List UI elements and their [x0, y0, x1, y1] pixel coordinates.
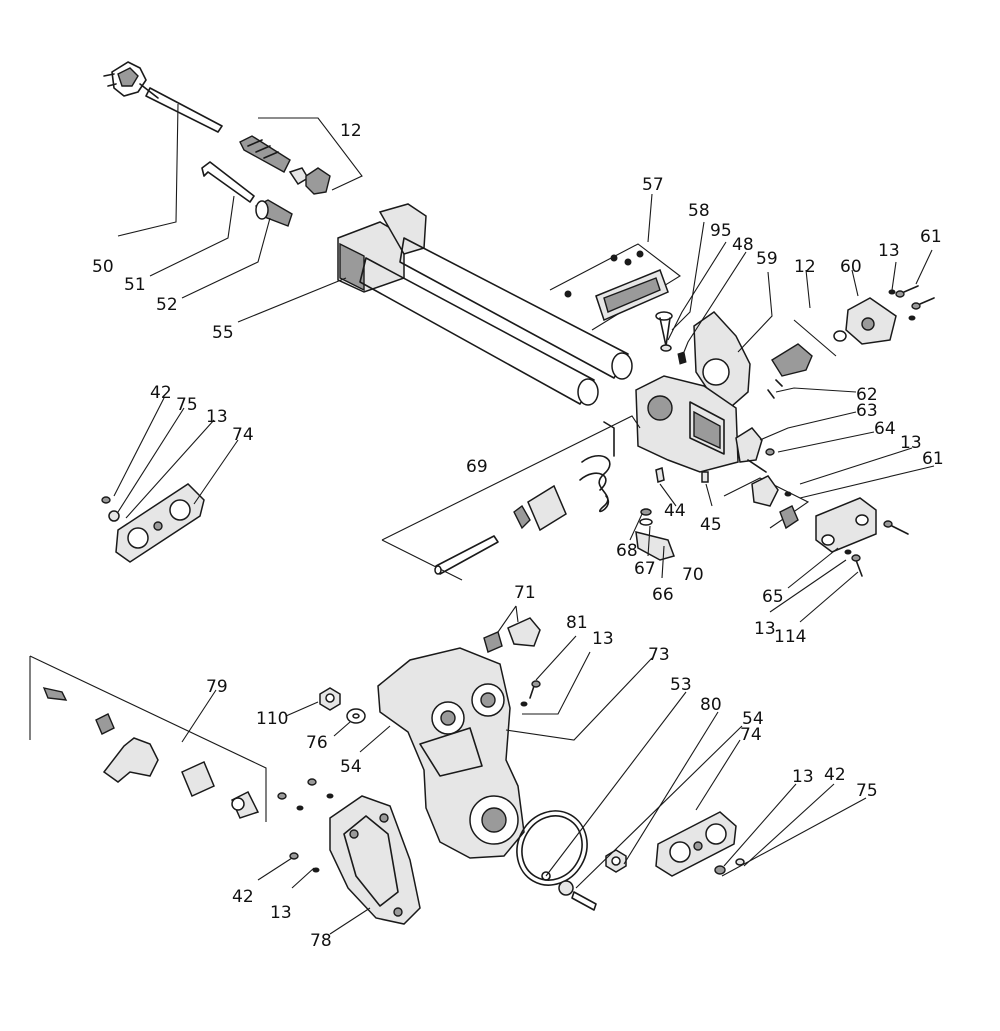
part-65-end-cap [815, 497, 909, 553]
label-50: 50 [92, 257, 114, 277]
label-59: 59 [756, 249, 778, 269]
label-12-top: 12 [340, 121, 362, 141]
part-head-casting [635, 375, 739, 473]
label-44: 44 [664, 501, 686, 521]
part-69-spring-assembly [381, 415, 641, 581]
part-44-pin [655, 467, 665, 483]
label-45: 45 [700, 515, 722, 535]
label-73: 73 [648, 645, 670, 665]
label-42-c: 42 [232, 887, 254, 907]
label-75-a: 75 [176, 395, 198, 415]
label-13-c: 13 [206, 407, 228, 427]
part-12-right-gland [771, 319, 847, 377]
label-110: 110 [256, 709, 288, 729]
label-12-right: 12 [794, 257, 816, 277]
label-54-a: 54 [340, 757, 362, 777]
part-45-pin [701, 471, 709, 483]
label-54-b: 54 [742, 709, 764, 729]
label-68: 68 [616, 541, 638, 561]
part-66-bracket [635, 508, 675, 561]
label-61-a: 61 [920, 227, 942, 247]
label-64: 64 [874, 419, 896, 439]
label-78: 78 [310, 931, 332, 951]
label-70: 70 [682, 565, 704, 585]
label-69: 69 [466, 457, 488, 477]
part-53-ring-gasket [516, 810, 588, 886]
part-54-screw [558, 880, 597, 911]
label-13-d: 13 [754, 619, 776, 639]
part-110-nut [319, 687, 341, 711]
part-78-side-cover [329, 795, 421, 925]
part-60-clamp-block [845, 297, 897, 345]
label-71: 71 [514, 583, 536, 603]
label-80: 80 [700, 695, 722, 715]
callout-labels: 50 51 52 12 55 57 58 95 48 59 12 60 13 6… [92, 121, 944, 951]
label-13-e: 13 [592, 629, 614, 649]
part-50-power-cord [103, 61, 223, 133]
label-13-b: 13 [900, 433, 922, 453]
label-13-a: 13 [878, 241, 900, 261]
part-74-plate-right [655, 811, 737, 877]
label-42-a: 42 [150, 383, 172, 403]
label-58: 58 [688, 201, 710, 221]
label-51: 51 [124, 275, 146, 295]
label-53: 53 [670, 675, 692, 695]
label-61-b: 61 [922, 449, 944, 469]
label-65: 65 [762, 587, 784, 607]
label-60: 60 [840, 257, 862, 277]
label-74-a: 74 [232, 425, 254, 445]
part-54-main-body [377, 647, 525, 859]
part-80-nut [605, 849, 627, 873]
label-42-b: 42 [824, 765, 846, 785]
part-small-screws-mid [277, 778, 334, 873]
part-63-lever [735, 427, 775, 473]
part-81-screw [520, 680, 541, 707]
part-71-knob [483, 617, 541, 653]
label-52: 52 [156, 295, 178, 315]
part-76-washer [346, 708, 366, 724]
part-62-pins [767, 379, 783, 399]
label-79: 79 [206, 677, 228, 697]
label-63: 63 [856, 401, 878, 421]
part-79-handle-group [29, 655, 267, 822]
label-57: 57 [642, 175, 664, 195]
part-58-pin [655, 311, 687, 365]
leader-lines [113, 103, 935, 935]
label-114: 114 [774, 627, 806, 647]
label-55: 55 [212, 323, 234, 343]
part-57-cover-plate [549, 243, 681, 331]
part-59-pivot-bracket [693, 311, 751, 407]
label-76: 76 [306, 733, 328, 753]
part-42-screw-left [101, 496, 120, 522]
part-55-guide-rails [337, 203, 633, 406]
part-42-75-screws-right [714, 858, 745, 875]
part-52-clamp-screw [255, 199, 293, 227]
label-62: 62 [856, 385, 878, 405]
label-67: 67 [634, 559, 656, 579]
part-74-plate-left [115, 483, 205, 563]
label-95: 95 [710, 221, 732, 241]
label-81: 81 [566, 613, 588, 633]
part-51-hex-key [201, 161, 255, 203]
part-12-cable-gland [239, 117, 363, 195]
label-13-f: 13 [792, 767, 814, 787]
label-48: 48 [732, 235, 754, 255]
label-66: 66 [652, 585, 674, 605]
label-74-b: 74 [740, 725, 762, 745]
part-70-latch [723, 475, 810, 530]
label-13-g: 13 [270, 903, 292, 923]
part-61-screws-top [888, 285, 935, 321]
label-75-b: 75 [856, 781, 878, 801]
part-114-screw [844, 549, 863, 577]
